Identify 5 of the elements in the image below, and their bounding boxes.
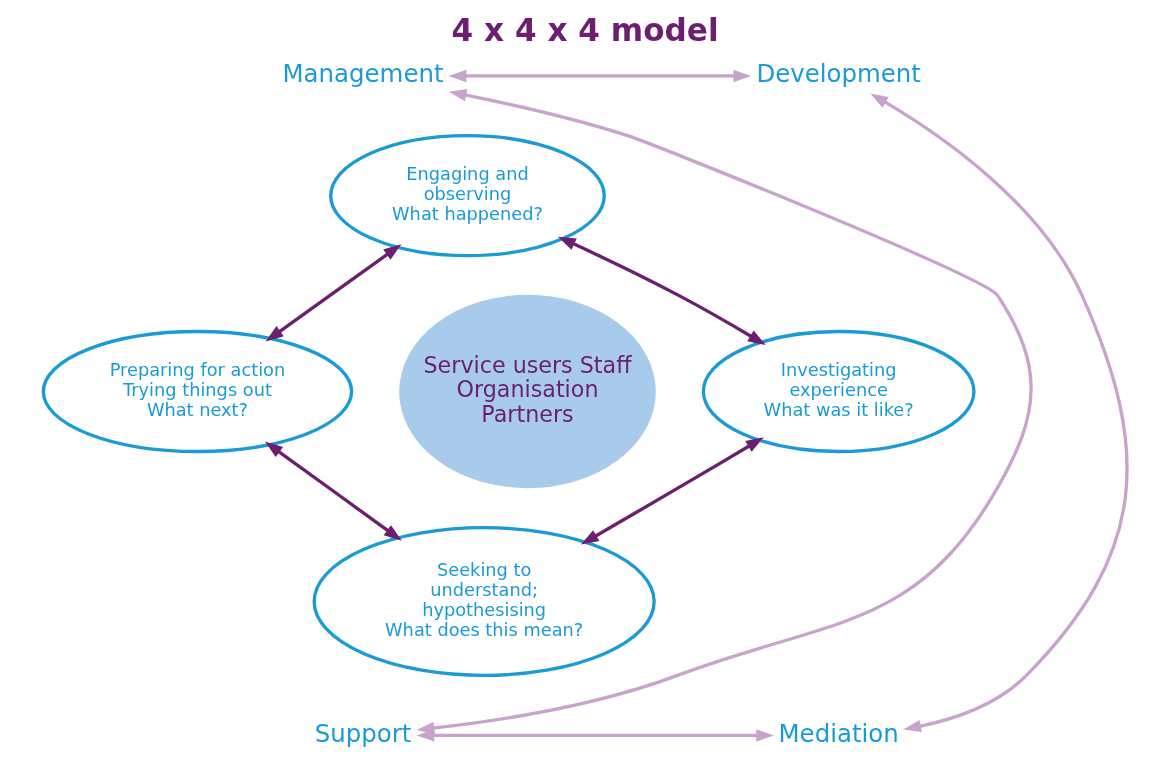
node-text: Support (314, 718, 412, 748)
diagram-title: 4 x 4 x 4 model (451, 11, 719, 48)
node-text: Development (756, 59, 921, 89)
node-text: Management (282, 59, 444, 89)
node-text: Mediation (778, 718, 899, 748)
